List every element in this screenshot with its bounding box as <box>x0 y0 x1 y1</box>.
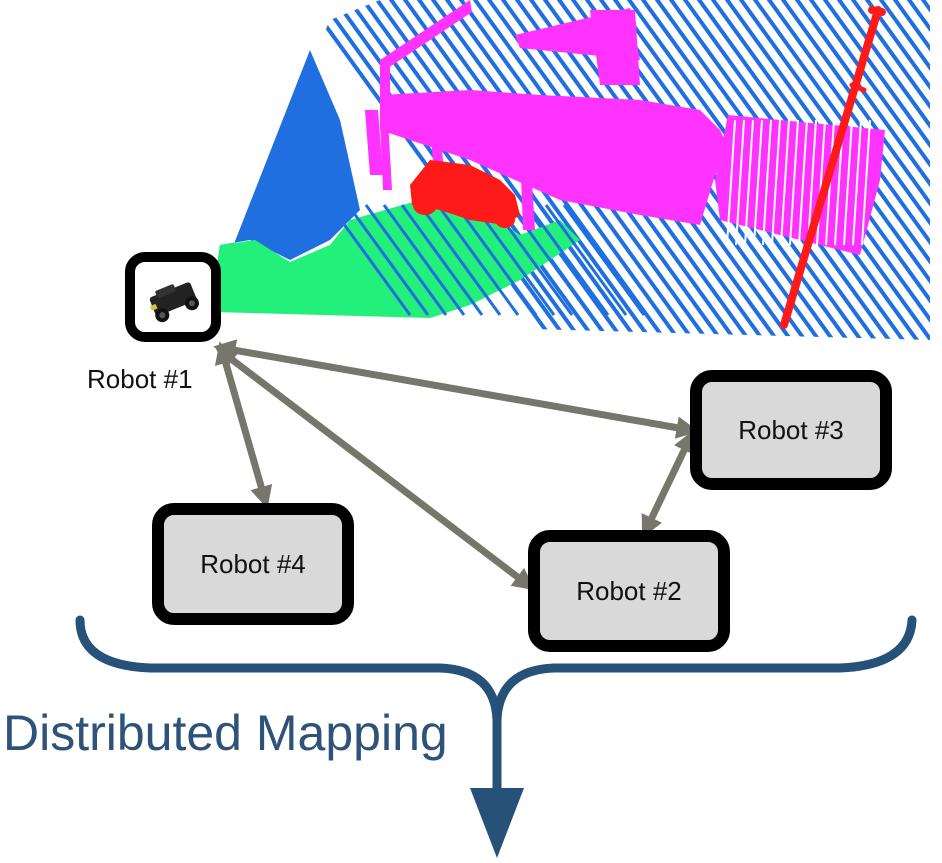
floor-hatch-line <box>418 204 502 316</box>
structure-hatch-line <box>735 119 745 246</box>
structure-hatch-line <box>861 119 871 246</box>
scan-line <box>788 0 930 340</box>
scan-line <box>802 0 930 340</box>
rover-icon <box>149 282 199 323</box>
robot-1-label: Robot #1 <box>87 364 193 394</box>
floor-hatch-line <box>400 204 484 316</box>
link-robot3-robot2 <box>641 429 695 539</box>
structure-hatch-line <box>843 119 853 246</box>
structure-hatch-line <box>726 119 736 246</box>
floor-hatch-line <box>328 204 412 316</box>
dense-scan-region <box>212 50 360 300</box>
floor-hatch-line <box>364 204 448 316</box>
floor-hatch-line <box>346 204 430 316</box>
structure-hatch-line <box>753 119 763 246</box>
floor-hatch-line <box>526 204 610 316</box>
scan-line <box>872 0 930 340</box>
structure-hatch-line <box>771 119 781 246</box>
robot-4-node: Robot #4 <box>152 503 354 625</box>
structure-hatch-line <box>744 119 754 246</box>
robot-1-avatar <box>125 252 221 342</box>
floor-hatch-line <box>472 204 556 316</box>
down-arrow-head <box>470 788 524 858</box>
scan-line <box>858 0 930 340</box>
structure-hatch-line <box>807 119 817 246</box>
robot-2-label: Robot #2 <box>576 575 682 606</box>
robot-4-label: Robot #4 <box>200 548 306 579</box>
structure-hatch-line <box>789 119 799 246</box>
structure-hatch-line <box>816 119 826 246</box>
floor-hatch-line <box>454 204 538 316</box>
scan-line <box>760 0 930 340</box>
structure-hatch-line <box>780 119 790 246</box>
floor-region <box>212 200 580 318</box>
floor-hatch-line <box>436 204 520 316</box>
floor-hatch-line <box>562 204 646 316</box>
structure-hatch-line <box>852 119 862 246</box>
scan-line <box>830 0 930 340</box>
scan-line <box>844 0 930 340</box>
structure-hatch <box>726 119 871 246</box>
floor-hatch-line <box>382 204 466 316</box>
floor-hatch-line <box>544 204 628 316</box>
distributed-mapping-label: Distributed Mapping <box>3 705 448 761</box>
scan-line <box>774 0 930 340</box>
floor-hatch <box>328 204 646 316</box>
scan-line <box>816 0 930 340</box>
red-pole <box>780 6 886 329</box>
robot-3-label: Robot #3 <box>738 414 844 445</box>
robot-3-node: Robot #3 <box>690 370 892 490</box>
structure-hatch-line <box>762 119 772 246</box>
robot-2-node: Robot #2 <box>528 530 730 652</box>
red-vehicle <box>410 160 520 228</box>
structure-hatch-line <box>798 119 808 246</box>
link-robot1-robot2 <box>214 346 536 591</box>
structure-region <box>365 0 885 255</box>
